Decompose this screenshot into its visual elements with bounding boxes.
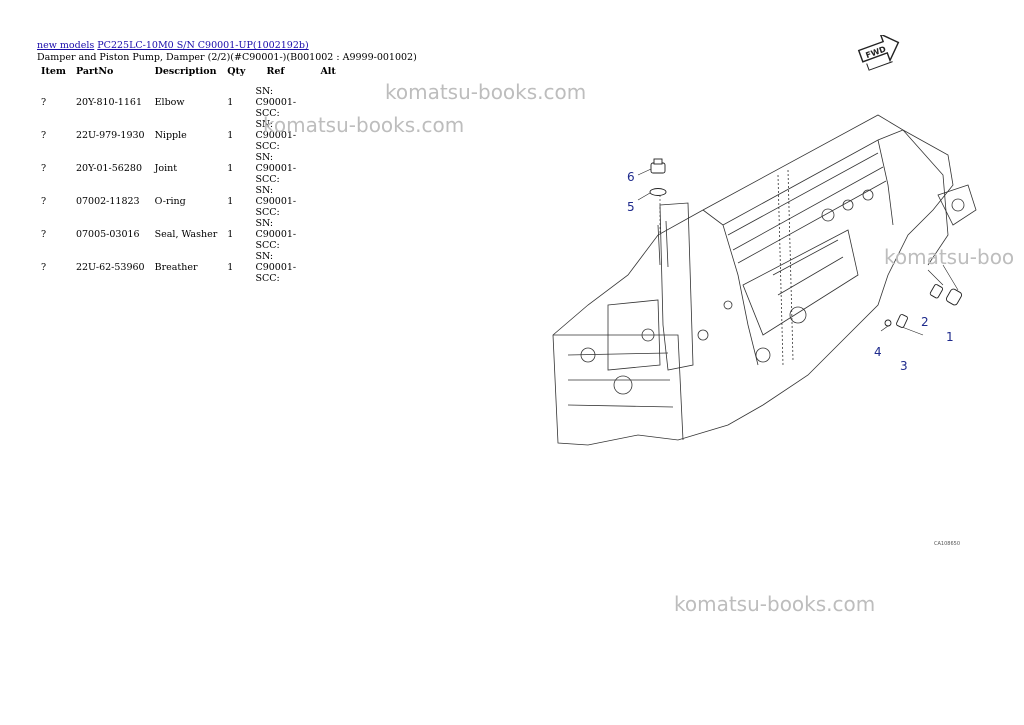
part-4-oring-icon — [884, 319, 892, 327]
header-description: Description — [154, 66, 217, 77]
cell-qty: 1 — [227, 262, 234, 273]
cell-alt — [315, 251, 340, 284]
part-2-nipple-icon — [929, 284, 944, 299]
table-row: ? 20Y-01-56280 Joint 1 SN: C90001-SCC: — [36, 152, 341, 185]
cell-item: ? — [41, 262, 47, 273]
cell-description: Nipple — [154, 130, 187, 141]
cell-partno: 22U-62-53960 — [75, 262, 145, 273]
cell-partno: 22U-979-1930 — [75, 130, 145, 141]
cell-alt — [315, 185, 340, 218]
cell-qty: 1 — [227, 196, 234, 207]
breadcrumb-link-new-models[interactable]: new models — [37, 40, 95, 51]
watermark: komatsu-boo — [884, 245, 1015, 269]
cell-ref: SN: C90001-SCC: — [255, 185, 297, 218]
cell-ref: SN: C90001-SCC: — [255, 152, 297, 185]
breadcrumb: new models PC225LC-10M0 S/N C90001-UP(10… — [37, 40, 309, 51]
cell-item: ? — [41, 97, 47, 108]
parts-diagram: FWD — [552, 35, 977, 547]
table-row: ? 20Y-810-1161 Elbow 1 SN: C90001-SCC: — [36, 86, 341, 119]
image-code: CA108650 — [934, 541, 960, 547]
table-header-row: Item PartNo Description Qty Ref Alt — [36, 66, 341, 86]
callout-4: 4 — [874, 345, 882, 359]
cell-item: ? — [41, 196, 47, 207]
cell-partno: 20Y-01-56280 — [75, 163, 142, 174]
callout-5: 5 — [627, 200, 635, 214]
watermark: komatsu-books.com — [263, 113, 465, 137]
header-qty: Qty — [227, 66, 246, 77]
engine-drawing — [552, 114, 977, 446]
watermark: komatsu-books.com — [674, 592, 876, 616]
cell-description: Elbow — [154, 97, 185, 108]
part-6-breather-icon — [650, 158, 666, 174]
cell-description: Joint — [154, 163, 178, 174]
cell-ref: SN: C90001-SCC: — [255, 218, 297, 251]
cell-item: ? — [41, 163, 47, 174]
table-row: ? 22U-62-53960 Breather 1 SN: C90001-SCC… — [36, 251, 341, 284]
part-3-joint-icon — [896, 314, 908, 328]
page-subtitle: Damper and Piston Pump, Damper (2/2)(#C9… — [37, 52, 417, 63]
header-alt: Alt — [320, 66, 336, 77]
cell-item: ? — [41, 130, 47, 141]
header-ref: Ref — [266, 66, 285, 77]
part-1-elbow-icon — [945, 288, 963, 306]
table-row: ? 07005-03016 Seal, Washer 1 SN: C90001-… — [36, 218, 341, 251]
cell-ref: SN: C90001-SCC: — [255, 86, 297, 119]
cell-alt — [315, 218, 340, 251]
cell-partno: 20Y-810-1161 — [75, 97, 142, 108]
callout-3: 3 — [900, 359, 908, 373]
leader-lines — [637, 168, 959, 336]
part-5-seal-icon — [649, 188, 667, 196]
table-row: ? 07002-11823 O-ring 1 SN: C90001-SCC: — [36, 185, 341, 218]
parts-table: Item PartNo Description Qty Ref Alt ? 20… — [36, 66, 341, 284]
cell-alt — [315, 152, 340, 185]
cell-qty: 1 — [227, 229, 234, 240]
watermark: komatsu-books.com — [385, 80, 587, 104]
cell-ref: SN: C90001-SCC: — [255, 251, 297, 284]
header-item: Item — [41, 66, 66, 77]
cell-qty: 1 — [227, 130, 234, 141]
cell-qty: 1 — [227, 97, 234, 108]
cell-qty: 1 — [227, 163, 234, 174]
fwd-arrow-icon: FWD — [857, 35, 900, 71]
breadcrumb-link-model[interactable]: PC225LC-10M0 S/N C90001-UP(1002192b) — [97, 40, 309, 51]
header-partno: PartNo — [75, 66, 114, 77]
cell-partno: 07005-03016 — [75, 229, 140, 240]
callout-2: 2 — [921, 315, 929, 329]
cell-ref: SN: C90001-SCC: — [255, 119, 297, 152]
cell-description: O-ring — [154, 196, 186, 207]
cell-description: Seal, Washer — [154, 229, 218, 240]
cell-item: ? — [41, 229, 47, 240]
callout-6: 6 — [627, 170, 635, 184]
table-row: ? 22U-979-1930 Nipple 1 SN: C90001-SCC: — [36, 119, 341, 152]
cell-partno: 07002-11823 — [75, 196, 140, 207]
callout-1: 1 — [946, 330, 954, 344]
cell-description: Breather — [154, 262, 198, 273]
